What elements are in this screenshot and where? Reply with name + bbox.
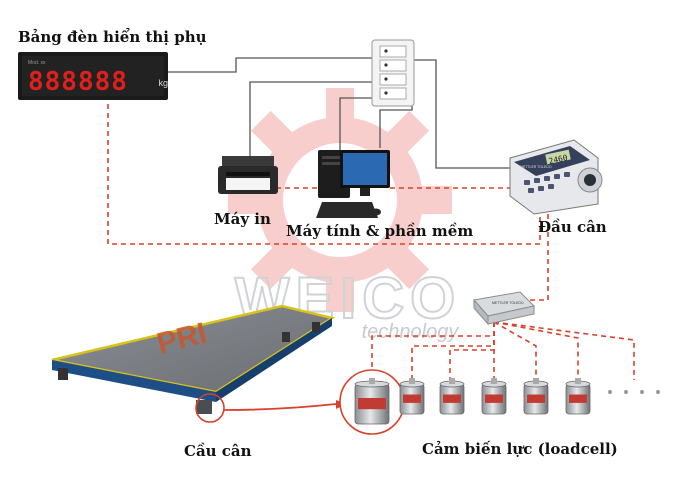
indicator-label: Đầu cân: [538, 218, 607, 236]
loadcell-row: [354, 378, 591, 425]
printer-label: Máy in: [214, 210, 271, 228]
weighbridge-platform: PRI: [51, 304, 336, 414]
computer-icon: [316, 150, 390, 218]
display-digits: 888888: [28, 67, 128, 97]
junction-box-icon: METTLER TOLEDO: [473, 291, 536, 326]
loadcell-label: Cảm biến lực (loadcell): [422, 440, 618, 458]
loadcell-icon: [439, 378, 465, 415]
display-small-text: Mod. xx: [28, 60, 46, 66]
loadcell-icon: [399, 378, 425, 415]
printer-icon: [218, 156, 278, 194]
indicator-brand: METTLER TOLEDO: [520, 165, 552, 169]
display-board-label: Bảng đèn hiển thị phụ: [18, 28, 207, 46]
power-strip: [371, 39, 415, 107]
remote-display-board: Mod. xx 888888 kg: [18, 52, 168, 100]
junction-box-text: METTLER TOLEDO: [492, 301, 524, 305]
weighing-indicator-icon: 2460 METTLER TOLEDO: [509, 139, 603, 215]
continuation-dots: [608, 390, 660, 394]
dashed-connections: [107, 104, 635, 380]
loadcell-icon: [565, 378, 591, 415]
loadcell-icon: [354, 378, 390, 425]
weighbridge-label: Cầu cân: [184, 442, 252, 460]
indicator-readout: 2460: [548, 153, 569, 166]
loadcell-icon: [481, 378, 507, 415]
loadcell-icon: [523, 378, 549, 415]
watermark-sub: technology: [362, 321, 460, 343]
computer-label: Máy tính & phần mềm: [286, 222, 474, 240]
display-unit: kg: [158, 78, 168, 88]
